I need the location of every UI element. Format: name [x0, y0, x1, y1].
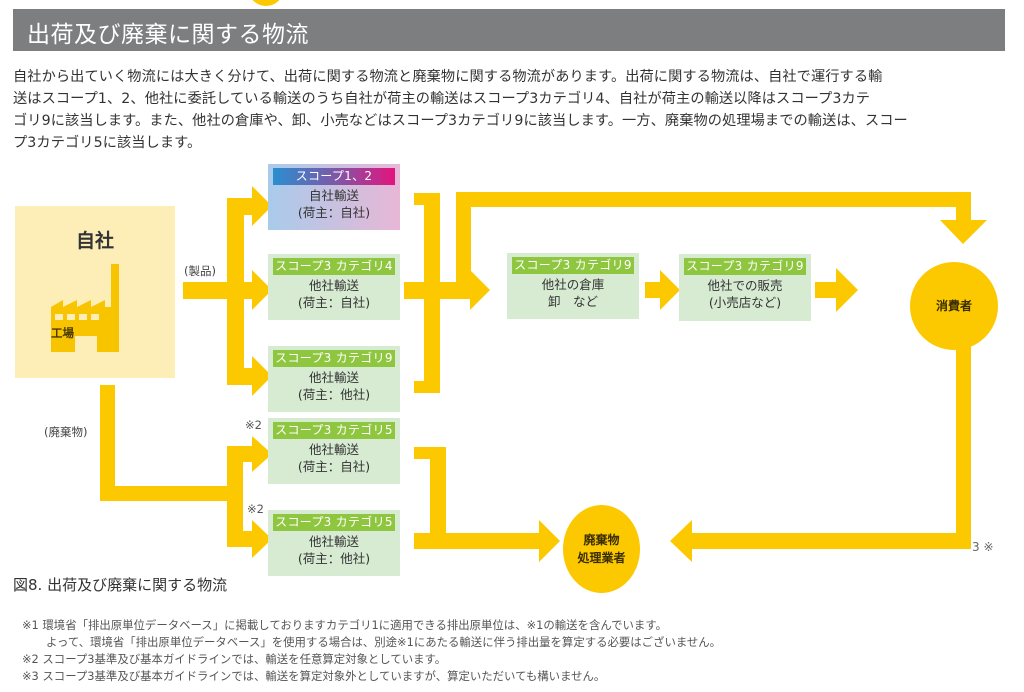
intro-paragraph: 自社から出ていく物流には大きく分けて、出荷に関する物流と廃棄物に関する物流があり…: [13, 66, 1013, 154]
box-cat9-sales: スコープ3 カテゴリ9 他社での販売 (小売店など): [679, 254, 811, 321]
waste-processor-label: 廃棄物: [583, 533, 620, 547]
box-head: スコープ3 カテゴリ5: [273, 422, 395, 439]
note-mark: ※2: [245, 418, 262, 432]
box-line: 他社輸送: [308, 442, 359, 457]
arrow-head-warehouse: [470, 270, 490, 310]
branch-scope12: [227, 198, 257, 215]
intro-line: 送はスコープ1、2、他社に委託している輸送のうち自社が荷主の輸送はスコープ3カテ…: [13, 91, 871, 107]
box-line: (荷主：他社): [297, 387, 371, 402]
box-line: (小売店など): [708, 295, 782, 310]
decorative-dot: [248, 0, 284, 6]
product-line: [183, 282, 240, 299]
waste-processor-label: 処理業者: [577, 551, 626, 565]
arrow-head-cat9: [252, 356, 272, 396]
waste-horizontal: [100, 486, 242, 501]
box-head: スコープ3 カテゴリ5: [273, 514, 395, 531]
factory-label: 工場: [51, 326, 74, 340]
footnote: ※1 環境省「排出原単位データベース」に掲載しておりますカテゴリ1に適用できる排…: [22, 618, 667, 632]
top-route-vertical: [456, 192, 471, 292]
box-head: スコープ3 カテゴリ9: [512, 257, 634, 274]
footnote: ※2 スコープ3基準及び基本ガイドラインでは、輸送を任意算定対象としています。: [22, 652, 447, 666]
footnote: ※3 スコープ3基準及び基本ガイドラインでは、輸送を算定対象外としていますが、算…: [22, 669, 606, 683]
arrow-head-cat4: [252, 270, 272, 310]
top-route-horizontal: [456, 192, 971, 207]
arrow-head-sales: [660, 270, 680, 310]
arrow-head-cat5-own: [252, 436, 272, 472]
box-line: (荷主：自社): [297, 459, 371, 474]
box-line: 自社輸送: [308, 188, 359, 203]
intro-line: プ3カテゴリ5に該当します。: [13, 135, 202, 151]
intro-line: ゴリ9に該当します。また、他社の倉庫や、卸、小売などはスコープ3カテゴリ9に該当…: [13, 113, 908, 129]
box-line: 他社の倉庫: [541, 277, 605, 292]
box-line: (荷主：自社): [297, 295, 371, 310]
box-head: スコープ3 カテゴリ9: [273, 350, 395, 367]
note-mark: ※2: [247, 502, 264, 516]
waste-label: (廃棄物): [44, 425, 88, 439]
product-label: (製品): [184, 264, 216, 278]
arrow-head-cat5-other: [252, 520, 272, 558]
box-line: (荷主：自社): [297, 205, 371, 220]
arrow-head-scope12: [252, 186, 272, 226]
figure-caption: 図8. 出荷及び廃棄に関する物流: [13, 576, 228, 594]
arrow-head-waste-processor: [539, 520, 560, 562]
box-scope12: スコープ1、2 自社輸送 (荷主：自社): [268, 164, 400, 230]
branch-cat4: [227, 282, 257, 299]
box-line: 他社輸送: [308, 278, 359, 293]
box-line: 他社での販売: [707, 278, 783, 293]
arrow-head-consumer-top: [940, 220, 987, 244]
waste-processor-node: 廃棄物 処理業者: [563, 505, 640, 593]
box-line: 他社輸送: [308, 534, 359, 549]
footnotes: ※1 環境省「排出原単位データベース」に掲載しておりますカテゴリ1に適用できる排…: [22, 617, 721, 685]
box-cat9-transport: スコープ3 カテゴリ9 他社輸送 (荷主：他社): [268, 346, 400, 412]
intro-line: 自社から出ていく物流には大きく分けて、出荷に関する物流と廃棄物に関する物流があり…: [13, 69, 883, 85]
box-cat9-warehouse: スコープ3 カテゴリ9 他社の倉庫 卸 など: [507, 253, 639, 319]
section-header: 出荷及び廃棄に関する物流: [13, 9, 1005, 51]
footnote: よって、環境省「排出原単位データベース」を使用する場合は、別途※1にあたる輸送に…: [46, 635, 722, 649]
box-line: (荷主：他社): [297, 551, 371, 566]
company-title: 自社: [75, 230, 114, 252]
box-head: スコープ3 カテゴリ9: [684, 258, 806, 275]
arrow-head-consumer: [836, 268, 858, 312]
return-vertical: [956, 338, 971, 547]
waste-vertical: [100, 385, 115, 499]
box-cat5-other: スコープ3 カテゴリ5 他社輸送 (荷主：他社): [268, 510, 400, 576]
box-head: スコープ1、2: [273, 168, 395, 185]
consumer-node: 消費者: [910, 262, 998, 350]
return-note: 3 ※: [972, 540, 994, 554]
box-cat4: スコープ3 カテゴリ4 他社輸送 (荷主：自社): [268, 254, 400, 320]
arrow-head-return: [670, 520, 692, 562]
return-horizontal: [688, 533, 971, 549]
box-line: 卸 など: [547, 294, 598, 309]
company-box: 自社 工場: [15, 206, 175, 378]
branch-cat9: [227, 368, 257, 385]
box-head: スコープ3 カテゴリ4: [273, 258, 395, 275]
consumer-label: 消費者: [935, 299, 972, 313]
box-line: 他社輸送: [308, 370, 359, 385]
waste-bracket: [227, 446, 243, 546]
factory-icon: [51, 264, 119, 352]
section-title: 出荷及び廃棄に関する物流: [27, 22, 309, 48]
box-cat5-own: スコープ3 カテゴリ5 他社輸送 (荷主：自社): [268, 418, 400, 484]
